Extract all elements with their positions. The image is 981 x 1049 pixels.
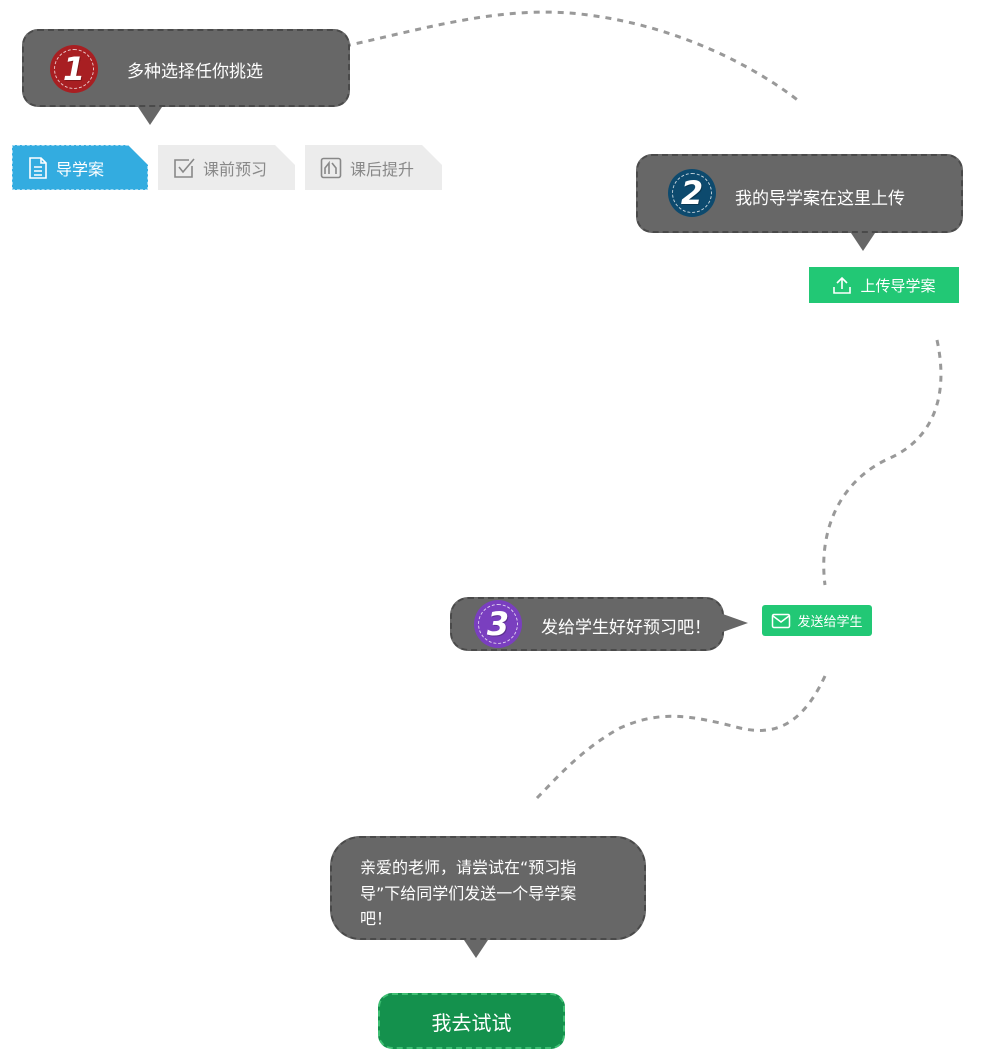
connector-segment-3 <box>533 675 827 802</box>
document-icon <box>27 156 49 180</box>
step-2-badge: 2 <box>668 169 716 217</box>
tip-bubble: 亲爱的老师，请尝试在“预习指 导”下给同学们发送一个导学案 吧！ <box>330 836 646 958</box>
step-1-bubble-tail <box>138 107 162 125</box>
tab-preview-label: 课前预习 <box>203 159 268 179</box>
try-it-button[interactable]: 我去试试 <box>378 993 565 1049</box>
step-2-number: 2 <box>680 174 704 212</box>
chart-icon <box>319 156 343 180</box>
step-3-text: 发给学生好好预习吧！ <box>541 618 711 638</box>
connector-segment-2 <box>822 339 943 586</box>
connector-segment-1 <box>344 10 801 104</box>
step-3-bubble-tail <box>720 613 748 633</box>
tip-line-2: 导”下给同学们发送一个导学案 <box>360 884 577 903</box>
upload-guide-button[interactable]: 上传导学案 <box>809 267 959 303</box>
tip-bubble-tail <box>464 940 488 958</box>
tab-preview[interactable]: 课前预习 <box>158 145 295 190</box>
step-2-bubble-tail <box>851 233 875 251</box>
upload-icon <box>833 276 852 294</box>
mail-icon <box>772 613 791 628</box>
tab-guide-label: 导学案 <box>56 159 105 179</box>
step-2-bubble: 2 我的导学案在这里上传 <box>636 154 963 251</box>
step-1-number: 1 <box>62 50 86 88</box>
step-3-number: 3 <box>486 605 510 643</box>
send-to-students-label: 发送给学生 <box>797 615 863 630</box>
checkbox-icon <box>172 156 196 180</box>
tab-guide[interactable]: 导学案 <box>12 145 148 190</box>
send-to-students-button[interactable]: 发送给学生 <box>762 605 872 636</box>
step-3-badge: 3 <box>474 600 522 648</box>
step-1-badge: 1 <box>50 45 98 93</box>
step-1-text: 多种选择任你挑选 <box>127 62 263 82</box>
step-1-bubble: 1 多种选择任你挑选 <box>22 29 350 125</box>
tip-line-1: 亲爱的老师，请尝试在“预习指 <box>360 858 577 877</box>
upload-guide-label: 上传导学案 <box>860 276 936 295</box>
tab-improve-label: 课后提升 <box>350 159 415 179</box>
tip-line-3: 吧！ <box>360 909 393 928</box>
tab-improve[interactable]: 课后提升 <box>305 145 442 190</box>
try-it-label: 我去试试 <box>431 1010 512 1035</box>
step-3-bubble: 3 发给学生好好预习吧！ <box>450 597 748 651</box>
step-2-text: 我的导学案在这里上传 <box>735 189 905 209</box>
